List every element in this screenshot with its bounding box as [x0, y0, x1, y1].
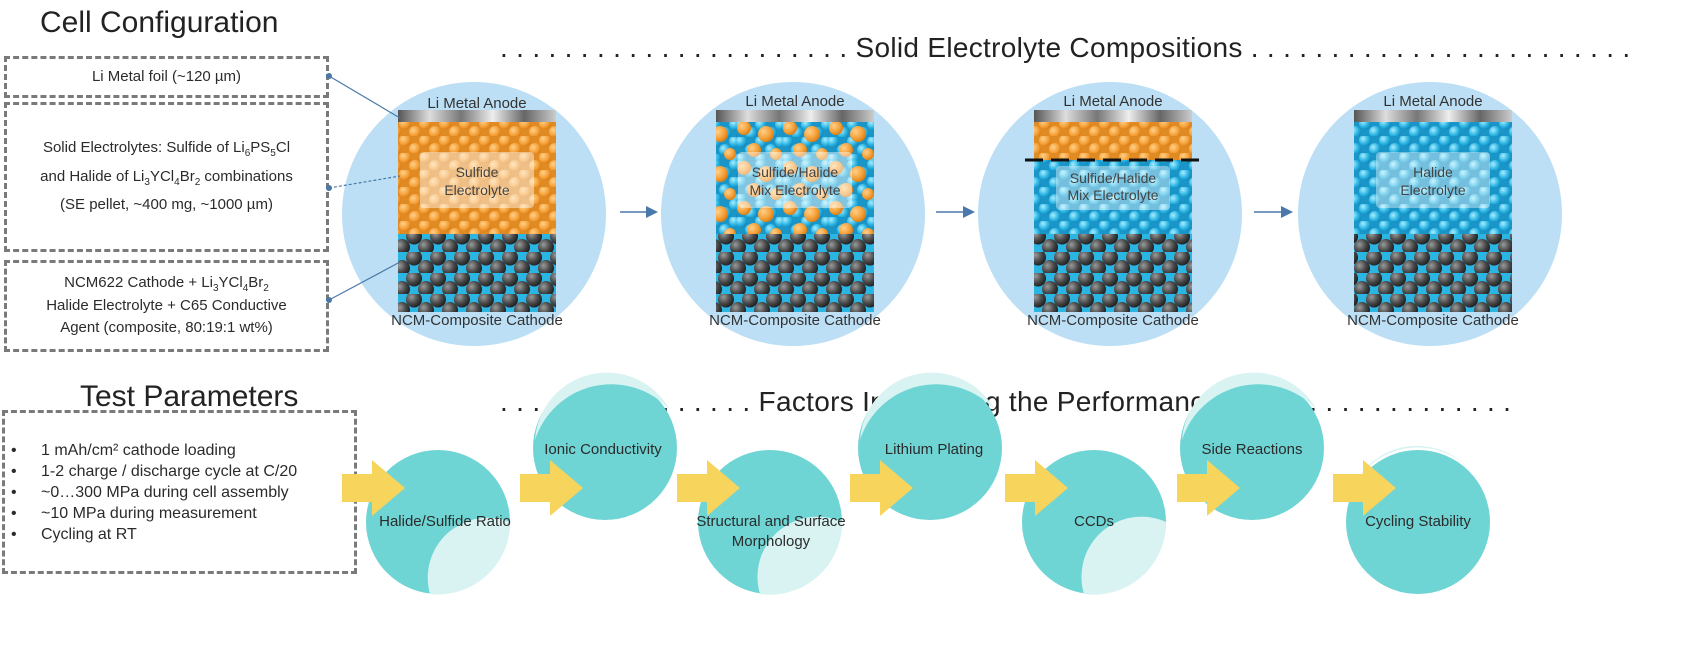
se-line-1: Solid Electrolytes: Sulfide of Li6PS5Cl: [42, 139, 291, 160]
compositions-title: Solid Electrolyte Compositions: [855, 32, 1243, 63]
param-item: 1-2 charge / discharge cycle at C/20: [5, 461, 297, 482]
anode-label: Li Metal Anode: [427, 95, 526, 112]
cell-mix-1: Li Metal Anode Sulfide/Halide Mix Electr…: [661, 82, 925, 346]
mix-layer: [716, 122, 874, 234]
cathode-layer: [398, 234, 556, 312]
li-metal-foil-box: Li Metal foil (~120 µm): [4, 56, 329, 98]
cell-halide: Li Metal Anode Halide Electrolyte NCM-Co…: [1298, 82, 1562, 346]
electrolyte-label-2: Mix Electrolyte: [749, 182, 840, 198]
factor-label: Cycling Stability: [1365, 513, 1471, 530]
cathode-line-3: Agent (composite, 80:19:1 wt%): [60, 319, 273, 337]
dots-right: . . . . . . . . . . . . . . . . . . . . …: [1242, 32, 1631, 63]
leader-dot: [326, 73, 332, 79]
leader-line: [328, 75, 401, 119]
factors-chain: Halide/Sulfide Ratio Ionic Conductivity …: [342, 372, 1490, 595]
label-backdrop: [1056, 166, 1170, 210]
label-backdrop: [1376, 152, 1490, 208]
cathode-label: NCM-Composite Cathode: [1027, 312, 1199, 329]
sulfide-sublayer: [1034, 122, 1192, 160]
param-item: ~10 MPa during measurement: [5, 503, 297, 524]
cathode-label: NCM-Composite Cathode: [709, 312, 881, 329]
factor-label: CCDs: [1074, 513, 1114, 530]
flow-arrow: [1005, 460, 1068, 516]
factor-label: Halide/Sulfide Ratio: [379, 513, 511, 530]
factor-label: Structural and Surface: [696, 513, 845, 530]
electrolyte-label-1: Halide: [1413, 164, 1453, 180]
factor-label: Lithium Plating: [885, 441, 983, 458]
factor-label: Ionic Conductivity: [544, 441, 662, 458]
cathode-layer: [1354, 234, 1512, 312]
test-parameters-box: 1 mAh/cm² cathode loading 1-2 charge / d…: [2, 410, 357, 574]
cathode-label: NCM-Composite Cathode: [1347, 312, 1519, 329]
test-parameters-title: Test Parameters: [80, 380, 299, 413]
test-parameters-list: 1 mAh/cm² cathode loading 1-2 charge / d…: [5, 440, 297, 545]
leader-line: [328, 175, 401, 189]
flow-arrow: [1177, 460, 1240, 516]
dots-left: . . . . . . . . . . . . . . . . . . . . …: [500, 32, 856, 63]
cell-sulfide: Li Metal Anode Sulfide Electrolyte NCM-C…: [342, 82, 606, 346]
electrolyte-label-1: Sulfide/Halide: [752, 164, 839, 180]
leader-dot: [326, 185, 332, 191]
leader-line: [328, 261, 401, 301]
sulfide-layer: [398, 122, 556, 234]
cell-mix-2: Li Metal Anode Sulfide/Halide Mix Electr…: [978, 82, 1242, 346]
flow-arrow: [1333, 460, 1396, 516]
li-anode-layer: [1034, 110, 1192, 122]
electrolyte-label-1: Sulfide/Halide: [1070, 170, 1157, 186]
leader-lines: [326, 73, 401, 303]
flow-arrow: [342, 460, 405, 516]
flow-arrows: [342, 460, 1396, 516]
param-item: 1 mAh/cm² cathode loading: [5, 440, 297, 461]
cathode-label: NCM-Composite Cathode: [391, 312, 563, 329]
anode-label: Li Metal Anode: [1383, 93, 1482, 110]
factor-label: Morphology: [732, 533, 811, 550]
li-metal-foil-text: Li Metal foil (~120 µm): [91, 67, 242, 85]
cathode-layer: [716, 234, 874, 312]
compositions-title-row: . . . . . . . . . . . . . . . . . . . . …: [500, 32, 1630, 64]
param-item: ~0…300 MPa during cell assembly: [5, 482, 297, 503]
flow-arrow: [677, 460, 740, 516]
li-anode-layer: [716, 110, 874, 122]
halide-layer: [1354, 122, 1512, 234]
label-backdrop: [420, 152, 534, 208]
cathode-layer: [1034, 234, 1192, 312]
cell-configuration-title: Cell Configuration: [40, 6, 279, 39]
li-anode-layer: [398, 110, 556, 122]
anode-label: Li Metal Anode: [745, 93, 844, 110]
leader-dot: [326, 297, 332, 303]
flow-arrow: [520, 460, 583, 516]
electrolyte-label-2: Electrolyte: [444, 182, 510, 198]
se-line-2: and Halide of Li3YCl4Br2 combinations: [40, 167, 293, 188]
flow-arrow: [850, 460, 913, 516]
halide-sublayer: [1034, 160, 1192, 234]
label-backdrop: [738, 152, 852, 208]
cathode-line-2: Halide Electrolyte + C65 Conductive: [46, 296, 287, 314]
factor-label: Side Reactions: [1202, 441, 1303, 458]
cathode-composite-box: NCM622 Cathode + Li3YCl4Br2 Halide Elect…: [4, 260, 329, 352]
cathode-line-1: NCM622 Cathode + Li3YCl4Br2: [64, 274, 269, 295]
electrolyte-label-1: Sulfide: [456, 164, 499, 180]
li-anode-layer: [1354, 110, 1512, 122]
se-line-3: (SE pellet, ~400 mg, ~1000 µm): [60, 196, 273, 214]
electrolyte-label-2: Electrolyte: [1400, 182, 1466, 198]
anode-label: Li Metal Anode: [1063, 93, 1162, 110]
electrolyte-label-2: Mix Electrolyte: [1067, 187, 1158, 203]
param-item: Cycling at RT: [5, 524, 297, 545]
solid-electrolytes-box: Solid Electrolytes: Sulfide of Li6PS5Cl …: [4, 102, 329, 252]
